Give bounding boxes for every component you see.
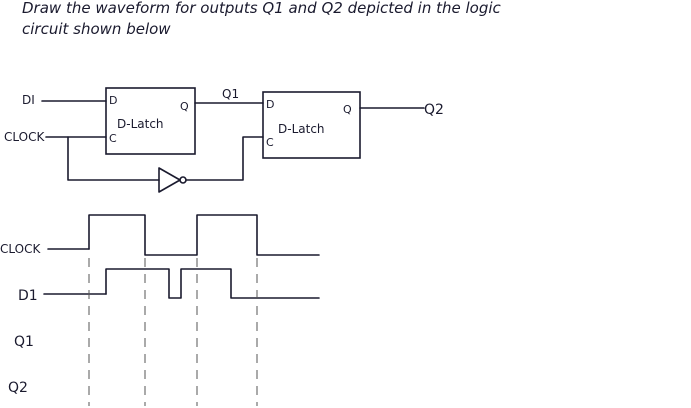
input-clock-label: CLOCK bbox=[4, 130, 45, 144]
timing-d1-label: D1 bbox=[18, 288, 38, 304]
timing-diagram: CLOCK D1 Q1 Q2 bbox=[0, 214, 320, 406]
clock-branch-wire bbox=[67, 136, 160, 181]
inverter-triangle bbox=[158, 167, 181, 193]
latch-2-pin-d: D bbox=[266, 98, 274, 111]
latch-2-name: D-Latch bbox=[278, 122, 325, 136]
inverted-clock-wire bbox=[185, 136, 264, 181]
input-d-label: DI bbox=[22, 93, 35, 107]
latch-1-pin-c: C bbox=[109, 132, 117, 145]
latch-1-box bbox=[105, 87, 196, 155]
timing-q2-label: Q2 bbox=[8, 380, 28, 396]
problem-line-1: Draw the waveform for outputs Q1 and Q2 … bbox=[22, 0, 502, 17]
latch-1-name: D-Latch bbox=[117, 117, 164, 131]
output-q2-label: Q2 bbox=[424, 102, 444, 118]
logic-circuit: DI CLOCK D C Q D-Latch Q1 D C Q D-Latch … bbox=[4, 87, 444, 193]
latch-1-pin-q: Q bbox=[180, 100, 189, 113]
latch-2-box bbox=[262, 91, 361, 159]
latch-2-pin-q: Q bbox=[343, 103, 352, 116]
problem-line-2: circuit shown below bbox=[22, 20, 171, 38]
inverter-bubble bbox=[179, 176, 187, 184]
d1-waveform bbox=[105, 268, 320, 299]
latch-2-pin-c: C bbox=[266, 136, 274, 149]
q1-wire-label: Q1 bbox=[222, 87, 239, 101]
clock-waveform bbox=[88, 214, 320, 256]
timing-q1-label: Q1 bbox=[14, 334, 34, 350]
timing-clock-label: CLOCK bbox=[0, 242, 41, 256]
latch-1-pin-d: D bbox=[109, 94, 117, 107]
